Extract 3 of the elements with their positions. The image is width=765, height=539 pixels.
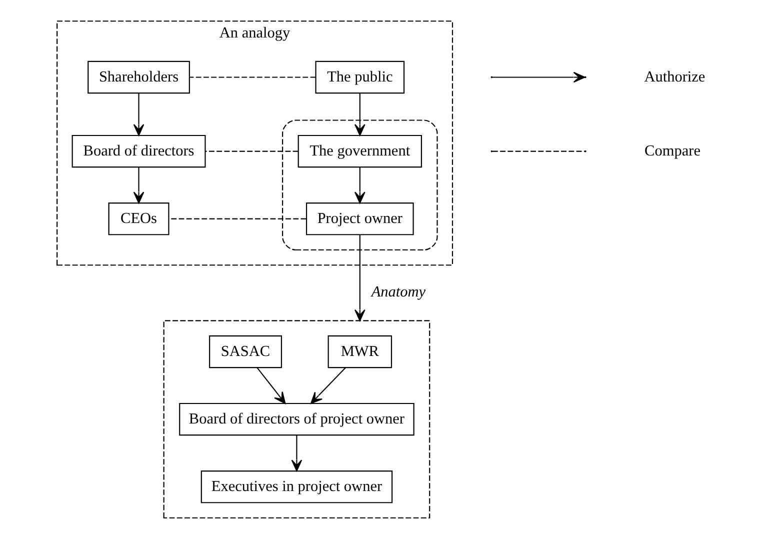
edge-label: Anatomy (371, 283, 426, 300)
legend-label: Compare (644, 142, 700, 160)
legend-label: Authorize (644, 68, 706, 86)
